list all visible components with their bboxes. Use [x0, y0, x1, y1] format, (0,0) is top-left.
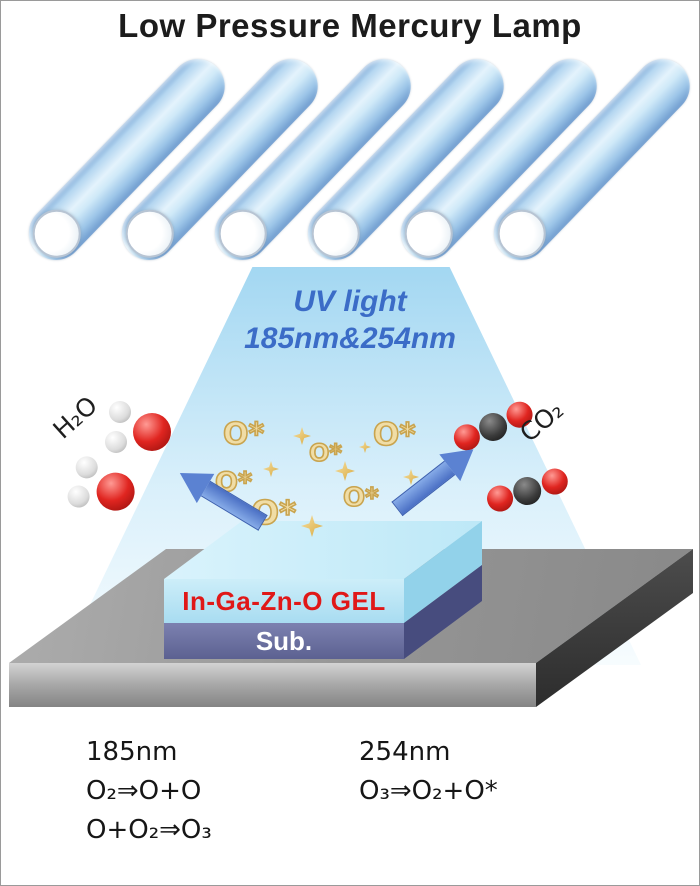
substrate-front-face: Sub. — [164, 623, 404, 659]
water-label: H₂O — [47, 390, 103, 445]
hydrogen-atom — [105, 431, 127, 453]
platform-front-face — [9, 663, 536, 707]
reaction-254-line1: O₃⇒O₂+O* — [359, 776, 498, 806]
lamp-end-cap — [22, 199, 91, 268]
reaction-185-line1: O₂⇒O+O — [86, 776, 202, 806]
reaction-185-heading: 185nm — [86, 737, 178, 767]
lamp-end-cap — [208, 199, 277, 268]
lamp-end-cap — [301, 199, 370, 268]
substrate-label: Sub. — [255, 625, 313, 656]
lamp-end-cap — [115, 199, 184, 268]
water-molecule — [65, 452, 143, 523]
uv-light-line1: UV light — [293, 285, 407, 318]
hydrogen-atom — [74, 454, 100, 480]
page-title: Low Pressure Mercury Lamp — [118, 7, 582, 44]
oxygen-atom — [539, 466, 571, 497]
reaction-254-heading: 254nm — [359, 737, 451, 767]
oxygen-atom — [94, 470, 138, 514]
reactions-185nm: 185nm O₂⇒O+O O+O₂⇒O₃ — [86, 737, 212, 854]
lamp-array — [1, 1, 699, 301]
hydrogen-atom — [109, 401, 131, 423]
uv-light-label: UV light 185nm&254nm — [1, 283, 699, 357]
reactions-254nm: 254nm O₃⇒O₂+O* — [359, 737, 498, 815]
lamp-end-cap — [394, 199, 463, 268]
reaction-185-line2: O+O₂⇒O₃ — [86, 815, 212, 845]
lamp-end-cap — [487, 199, 556, 268]
oxygen-radical-label: O* — [308, 438, 343, 468]
oxygen-radical-label: O* — [222, 416, 265, 453]
water-molecule — [105, 399, 175, 461]
oxygen-atom — [484, 483, 516, 514]
oxygen-atom — [133, 413, 171, 451]
carbon-atom — [477, 411, 509, 443]
film-front-face: In-Ga-Zn-O GEL — [164, 579, 404, 623]
uv-light-line2: 185nm&254nm — [244, 322, 456, 355]
carbon-atom — [510, 474, 544, 508]
oxygen-radical-label: O* — [342, 482, 379, 514]
hydrogen-atom — [66, 484, 91, 509]
film-label: In-Ga-Zn-O GEL — [182, 585, 386, 616]
oxygen-radical-label: O* — [372, 416, 416, 454]
